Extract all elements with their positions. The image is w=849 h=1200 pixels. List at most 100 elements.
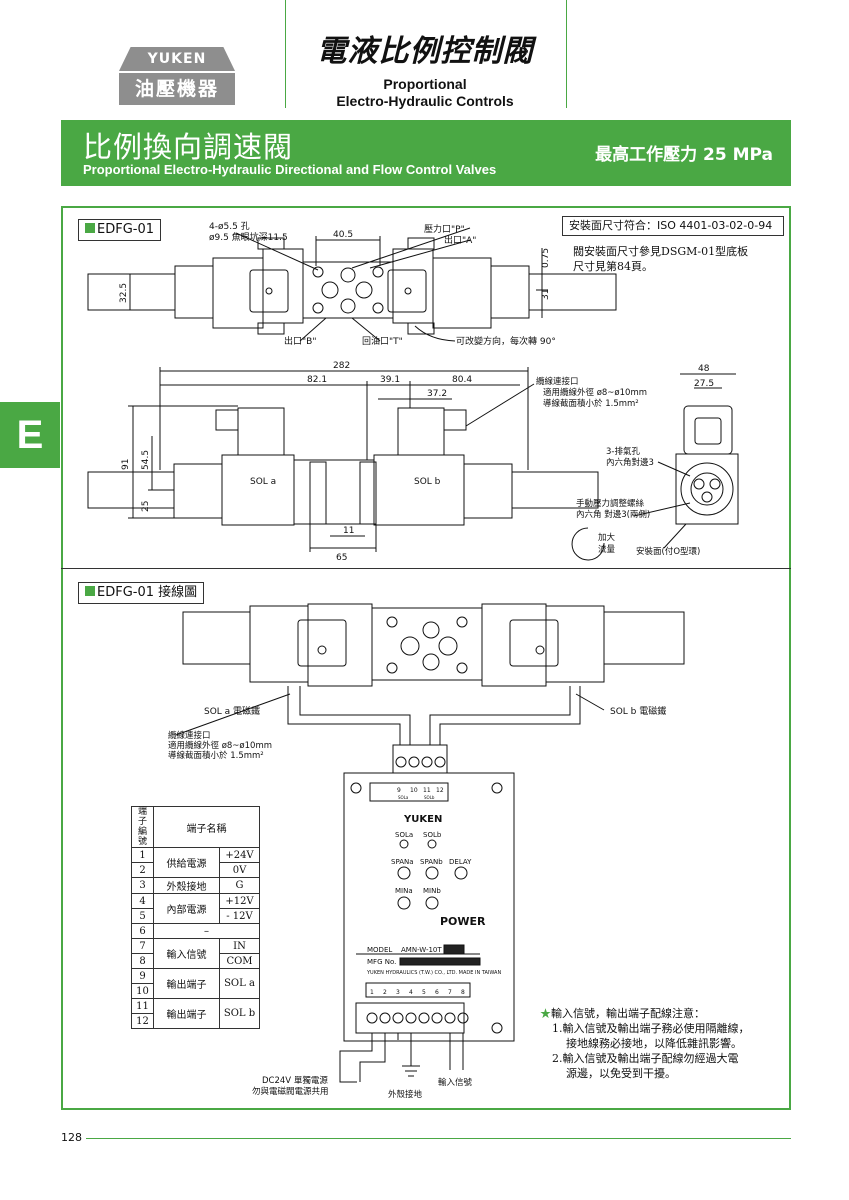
table-cell: – [153, 923, 260, 939]
increase-label: 加大 [598, 532, 616, 543]
cable-section: 導線截面積小於 1.5mm² [543, 398, 639, 409]
table-cell: SOL b [219, 998, 260, 1029]
note-1a: 1.輸入信號及輸出端子務必使用隔離線， [552, 1022, 750, 1035]
amp-mfg-label: MFG No. [367, 958, 396, 966]
table-cell: SOL a [219, 968, 260, 999]
table-cell: 外殼接地 [153, 877, 220, 894]
cable-port-title: 纜線連接口 [536, 376, 579, 387]
air-vent-2: 內六角對邊3 [606, 457, 654, 468]
table-cell: 11 [131, 998, 154, 1014]
ground-label: 外殼接地 [388, 1089, 423, 1100]
amp-model-value: AMN-W-10T [401, 946, 442, 954]
dim-54-5: 54.5 [141, 450, 151, 470]
dim-282: 282 [333, 361, 350, 371]
wiring-section-label: EDFG-01 接線圖 [78, 582, 205, 604]
dim-82-1: 82.1 [307, 375, 327, 385]
manual-adjust-2: 內六角 對邊3(兩側) [576, 509, 650, 520]
table-cell: 8 [131, 953, 154, 969]
table-cell: 4 [131, 893, 154, 909]
amp-bottom-terminal-block [355, 1002, 465, 1034]
dim-80-4: 80.4 [452, 375, 472, 385]
table-cell: 輸出端子 [153, 968, 220, 999]
amp-bottom-term-7: 7 [448, 989, 452, 996]
sol-a-coil-label: SOL a 電磁鐵 [204, 705, 260, 717]
amp-top-sol-a: SOLa [398, 795, 409, 800]
table-cell: 7 [131, 938, 154, 954]
table-cell: 輸出端子 [153, 998, 220, 1029]
table-cell: 5 [131, 908, 154, 924]
label-port-a: 出口"A" [444, 234, 476, 246]
amp-top-term-11: 11 [423, 787, 431, 794]
table-cell: COM [219, 953, 260, 969]
amp-knob-min-b: MINb [423, 887, 441, 895]
amp-led-sol-b: SOLb [423, 831, 442, 839]
table-cell: 1 [131, 847, 154, 863]
star-icon: ★ [540, 1007, 551, 1020]
catalog-title-en-line2: Electro-Hydraulic Controls [336, 93, 514, 109]
air-vent-1: 3-排氣孔 [606, 446, 640, 457]
dim-counterbore: ø9.5 魚眼坑深11.5 [209, 231, 288, 243]
table-header-no: 端子編號 [131, 806, 154, 848]
square-bullet-icon [85, 586, 95, 596]
label-port-b: 出口"B" [284, 335, 316, 347]
amp-top-term-9: 9 [397, 787, 401, 794]
amp-top-sol-b: SOLb [424, 795, 435, 800]
table-row: 端子編號 端子名稱 [131, 806, 260, 848]
front-view-valve [87, 407, 599, 526]
amplifier-card [343, 772, 515, 1042]
turn-note: 可改變方向，每次轉 90° [456, 335, 556, 347]
catalog-title-en: Proportional Electro-Hydraulic Controls [300, 76, 550, 110]
table-cell: G [219, 877, 260, 894]
cable-diameter: 適用纜線外徑 ø8~ø10mm [543, 387, 647, 398]
dim-37-2: 37.2 [427, 389, 447, 399]
table-cell: +24V [219, 847, 260, 863]
content-frame [61, 206, 791, 1110]
dc-source-2: 勿與電磁閥電源共用 [252, 1086, 329, 1097]
dim-65: 65 [336, 553, 347, 563]
dim-39-1: 39.1 [380, 375, 400, 385]
table-cell: 供給電源 [153, 847, 220, 878]
amp-bottom-term-2: 2 [383, 989, 387, 996]
section-separator [61, 568, 791, 569]
dc-source-1: DC24V 單獨電源 [262, 1076, 328, 1086]
amp-bottom-term-6: 6 [435, 989, 439, 996]
wiring-cable-title: 纜線連接口 [168, 730, 211, 741]
amp-knob-min-a: MINa [395, 887, 413, 895]
dim-hole: 4-ø5.5 孔 [209, 221, 250, 232]
section-title-band: 比例換向調速閥 Proportional Electro-Hydraulic D… [61, 120, 791, 186]
amp-brand: YUKEN [403, 814, 442, 825]
header-divider-left [285, 0, 286, 108]
table-cell: 內部電源 [153, 893, 220, 924]
table-row: 12 [131, 1013, 260, 1029]
top-view-valve [87, 237, 617, 335]
amp-top-terminal-block [392, 744, 448, 774]
dim-31: 31 [541, 289, 551, 300]
catalog-title-cn: 電液比例控制閥 [316, 34, 534, 69]
dim-91: 91 [121, 459, 131, 470]
amp-bottom-term-5: 5 [422, 989, 426, 996]
amp-knob-span-a: SPANa [391, 858, 414, 866]
note-2a: 2.輸入信號及輸出端子配線勿經過大電 [552, 1052, 739, 1065]
input-signal-label: 輸入信號 [438, 1077, 473, 1088]
dim-40-5: 40.5 [333, 230, 353, 240]
label-sol-a: SOL a [250, 477, 276, 487]
wiring-cable-diameter: 適用纜線外徑 ø8~ø10mm [168, 740, 272, 751]
dim-25: 25 [141, 501, 151, 512]
dim-32-5: 32.5 [119, 283, 129, 303]
table-cell: 10 [131, 983, 154, 999]
amp-maker: YUKEN HYDRAULICS (T.W.) CO., LTD. MADE I… [366, 970, 501, 976]
table-cell: - 12V [219, 908, 260, 924]
amp-bottom-term-8: 8 [461, 989, 465, 996]
wiring-notes: ★輸入信號，輸出端子配線注意： 1.輸入信號及輸出端子務必使用隔離線， 接地線務… [540, 1006, 790, 1081]
wiring-valve [182, 603, 685, 687]
amp-power: POWER [440, 915, 486, 928]
amp-model-label: MODEL [367, 946, 392, 954]
max-pressure: 最高工作壓力 25 MPa [595, 145, 773, 165]
table-cell: 0V [219, 862, 260, 878]
